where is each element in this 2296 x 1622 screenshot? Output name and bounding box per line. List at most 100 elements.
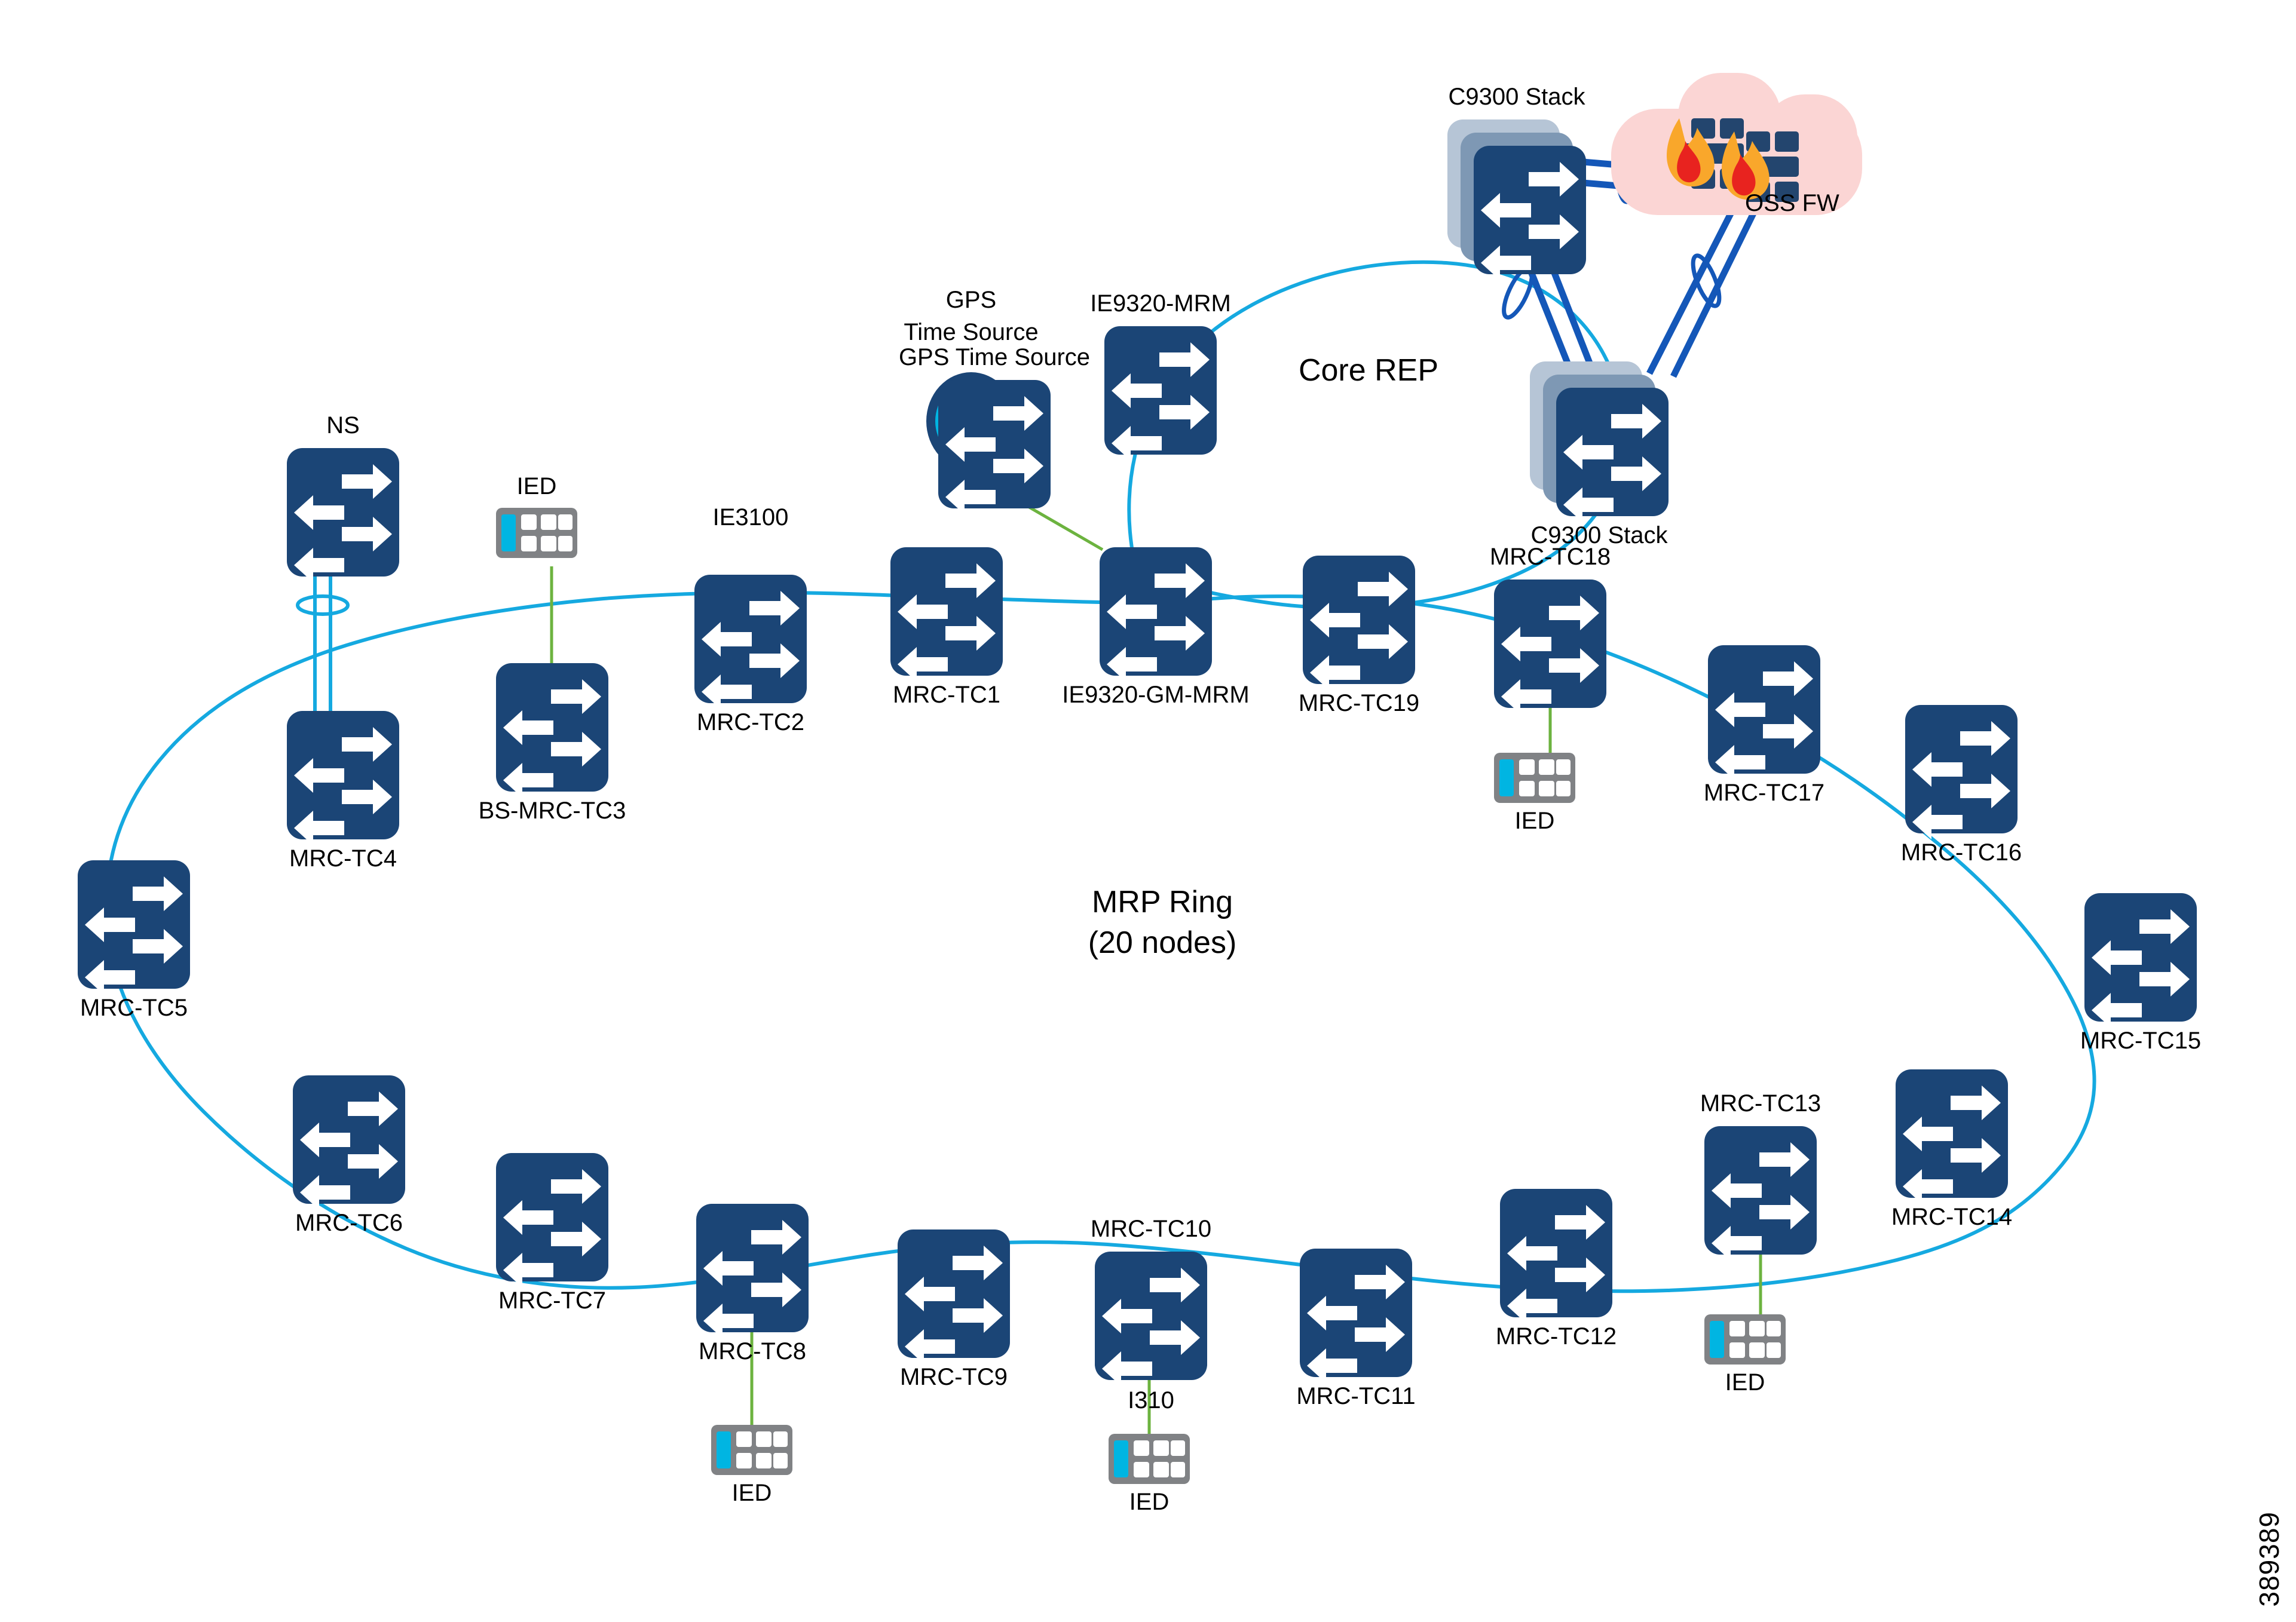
node-label-mrc-tc16: MRC-TC16 <box>1900 839 2022 866</box>
network-switch-icon <box>1896 1069 2008 1204</box>
node-label-ied-bs-mrc-tc3: IED <box>516 473 557 499</box>
link-c9300right-to-ossfw-a <box>1646 201 1739 375</box>
node-ied-bs-mrc-tc3[interactable] <box>496 508 577 558</box>
network-switch-icon <box>1708 645 1820 780</box>
node-ied-mrc-tc8[interactable] <box>711 1425 792 1475</box>
firewall-icon <box>1721 131 1799 202</box>
port-channel-ellipse-icon <box>296 594 350 616</box>
network-switch-icon <box>1095 1252 1207 1386</box>
node-mrc-tc5[interactable] <box>78 860 190 995</box>
node-ns[interactable] <box>287 448 399 582</box>
node-mrc-tc2[interactable] <box>694 575 807 709</box>
node-label-mrc-tc13: MRC-TC13 <box>1700 1090 1822 1117</box>
network-switch-icon <box>694 575 807 709</box>
network-switch-icon <box>2084 893 2197 1028</box>
node-label-ied-mrc-tc8: IED <box>731 1480 772 1506</box>
node-label-mrc-tc6: MRC-TC6 <box>295 1210 403 1236</box>
mrp-ring-link-path <box>105 590 2096 1293</box>
ied-device-icon <box>1704 1314 1786 1365</box>
node-label-mrc-tc14: MRC-TC14 <box>1891 1204 2013 1230</box>
node-ied-mrc-tc10[interactable] <box>1109 1434 1190 1484</box>
node-mrc-tc11[interactable] <box>1300 1249 1412 1383</box>
network-switch-icon <box>898 1229 1010 1364</box>
node-mrc-tc10[interactable] <box>1095 1252 1207 1386</box>
ie3100-model-label: IE3100 <box>712 504 789 531</box>
node-mrc-tc1[interactable] <box>890 547 1003 682</box>
i310-model-label: I310 <box>1128 1387 1174 1413</box>
node-mrc-tc19[interactable] <box>1303 556 1415 690</box>
network-switch-icon <box>1500 1189 1612 1323</box>
network-switch-icon <box>496 1153 608 1287</box>
node-bs-mrc-tc3[interactable] <box>496 663 608 798</box>
node-mrc-tc13[interactable] <box>1704 1126 1817 1261</box>
node-label-mrc-tc9: MRC-TC9 <box>900 1364 1008 1390</box>
node-label-ied-mrc-tc13: IED <box>1725 1369 1765 1396</box>
ied-device-icon <box>496 508 577 558</box>
node-mrc-tc18[interactable] <box>1494 579 1606 714</box>
port-channel-ellipse-icon <box>1691 253 1722 308</box>
node-label-ie9320-gm-mrm: IE9320-GM-MRM <box>1062 682 1250 708</box>
mrp-ring-label-line2: (20 nodes) <box>1088 925 1237 960</box>
node-label-ns: NS <box>326 412 360 439</box>
figure-id-watermark: 389389 <box>2254 1511 2285 1607</box>
network-switch-icon <box>1104 326 1217 461</box>
node-mrc-tc9[interactable] <box>898 1229 1010 1364</box>
link-c9300right-to-ossfw-b <box>1670 204 1760 378</box>
node-label-ied-mrc-tc18: IED <box>1514 808 1555 834</box>
node-ied-mrc-tc13[interactable] <box>1704 1314 1786 1365</box>
node-ie9320-mrm[interactable] <box>1104 326 1217 461</box>
node-label-ied-mrc-tc10: IED <box>1129 1489 1170 1515</box>
node-c9300-stack-top[interactable] <box>1447 119 1586 280</box>
node-ied-mrc-tc18[interactable] <box>1494 753 1575 803</box>
gps-label-line1: GPS <box>945 287 997 313</box>
node-label-mrc-tc10: MRC-TC10 <box>1090 1216 1212 1242</box>
node-mrc-tc7[interactable] <box>496 1153 608 1287</box>
node-mrc-tc15[interactable] <box>2084 893 2197 1028</box>
network-switch-icon <box>1704 1126 1817 1261</box>
network-switch-icon <box>496 663 608 798</box>
network-switch-icon <box>696 1204 809 1338</box>
node-mrc-tc17[interactable] <box>1708 645 1820 780</box>
node-mrc-tc12[interactable] <box>1500 1189 1612 1323</box>
network-switch-icon <box>1300 1249 1412 1383</box>
node-mrc-tc14[interactable] <box>1896 1069 2008 1204</box>
network-switch-icon <box>890 547 1003 682</box>
network-switch-icon <box>1494 579 1606 714</box>
mrp-ring-label-line1: MRP Ring <box>1091 885 1233 919</box>
node-label-mrc-tc1: MRC-TC1 <box>893 682 1000 708</box>
node-label-mrc-tc4: MRC-TC4 <box>289 845 397 872</box>
node-label-mrc-tc11: MRC-TC11 <box>1296 1383 1416 1409</box>
node-mrc-tc16[interactable] <box>1905 705 2018 839</box>
oss-firewall-group[interactable]: OSS FW <box>1608 66 1882 239</box>
node-mrc-tc8[interactable] <box>696 1204 809 1338</box>
core-rep-label: Core REP <box>1298 353 1439 388</box>
network-switch-icon <box>287 711 399 845</box>
ied-device-icon <box>1494 753 1575 803</box>
node-label-mrc-tc17: MRC-TC17 <box>1703 780 1825 806</box>
network-switch-icon <box>1905 705 2018 839</box>
node-label-gps-time-source: GPS Time Source <box>898 344 1091 370</box>
node-mrc-tc6[interactable] <box>293 1075 405 1210</box>
ns-to-mrc-tc4-portchannel <box>296 553 350 711</box>
node-label-mrc-tc7: MRC-TC7 <box>498 1287 606 1314</box>
node-label-mrc-tc2: MRC-TC2 <box>697 709 804 735</box>
switch-stack-icon <box>1447 119 1586 280</box>
oss-fw-label: OSS FW <box>1745 190 1839 216</box>
node-ie9320-gm-mrm[interactable] <box>1100 547 1212 682</box>
node-label-mrc-tc18: MRC-TC18 <box>1489 544 1611 570</box>
gps-label-line2: Time Source <box>904 319 1039 345</box>
ied-device-icon <box>1109 1434 1190 1484</box>
node-c9300-stack-right[interactable] <box>1530 361 1669 522</box>
network-switch-icon <box>78 860 190 995</box>
network-switch-icon <box>1100 547 1212 682</box>
switch-stack-icon <box>1530 361 1669 522</box>
node-label-mrc-tc12: MRC-TC12 <box>1495 1323 1617 1350</box>
network-switch-icon <box>287 448 399 582</box>
node-label-bs-mrc-tc3: BS-MRC-TC3 <box>478 798 626 824</box>
node-label-mrc-tc19: MRC-TC19 <box>1298 690 1420 716</box>
node-label-mrc-tc5: MRC-TC5 <box>80 995 188 1021</box>
node-gps-time-source[interactable] <box>938 380 1051 514</box>
node-mrc-tc4[interactable] <box>287 711 399 845</box>
node-label-c9300-stack-right: C9300 Stack <box>1530 522 1668 548</box>
